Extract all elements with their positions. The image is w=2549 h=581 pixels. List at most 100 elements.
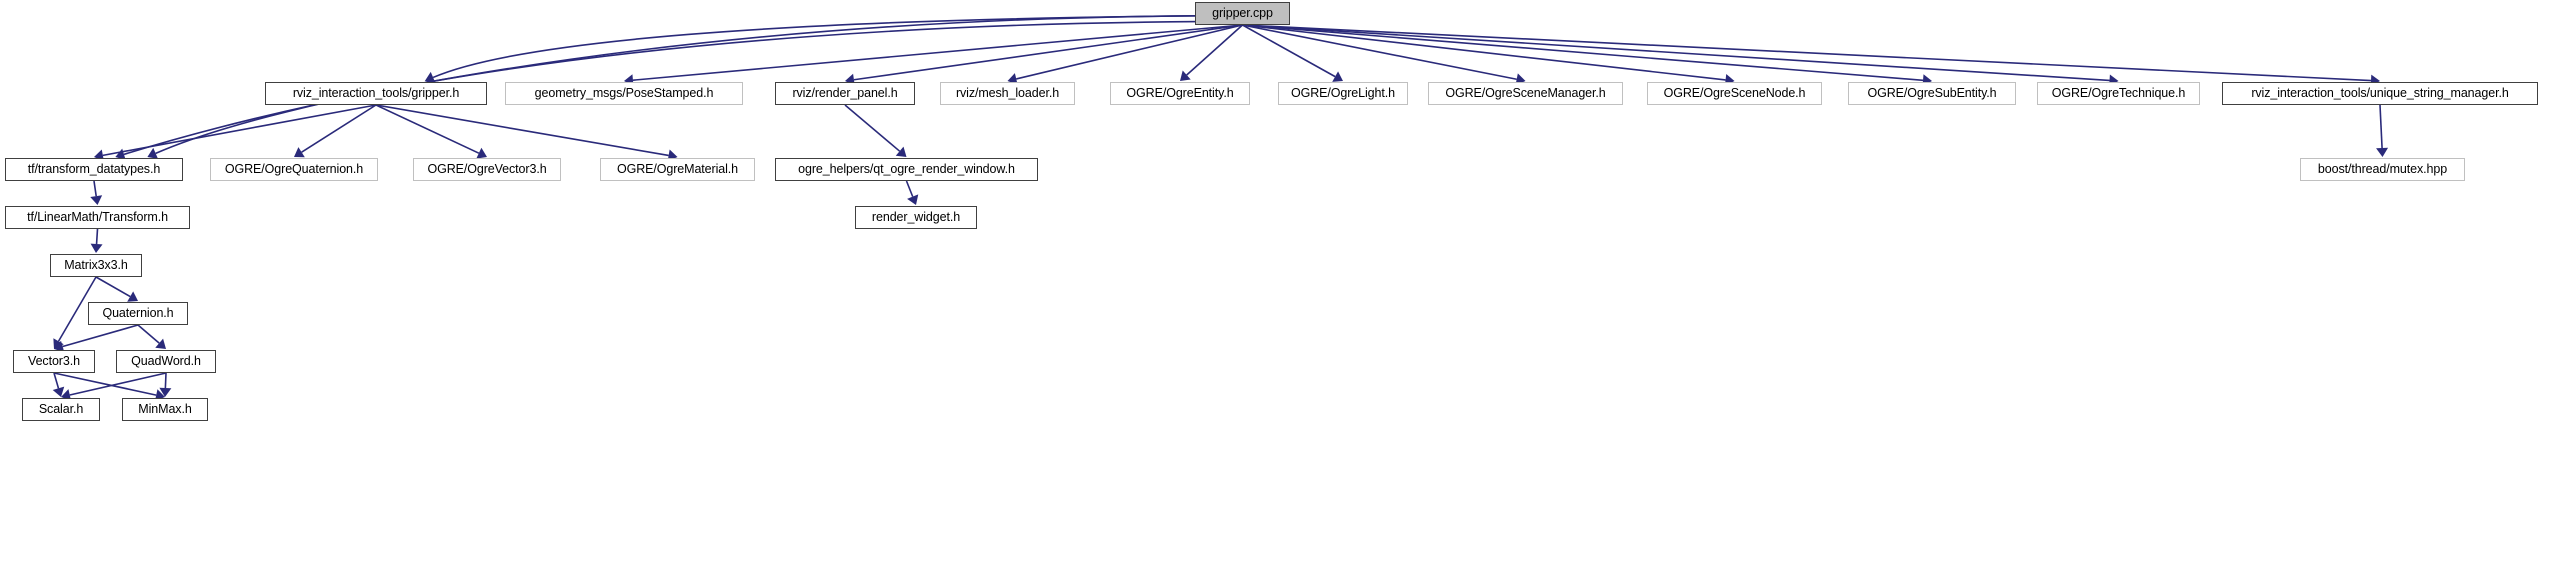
graph-node-ogre-quaternion-h[interactable]: OGRE/OgreQuaternion.h — [210, 158, 378, 181]
edge-path — [69, 372, 167, 396]
graph-edge-gripper-h-to-ogre-vector3-h — [375, 104, 487, 159]
graph-node-quadword-h[interactable]: QuadWord.h — [116, 350, 216, 373]
edge-path — [1242, 24, 1924, 82]
graph-node-transform-datatypes-h[interactable]: tf/transform_datatypes.h — [5, 158, 183, 181]
graph-edge-gripper-cpp-to-unique-string-manager-h — [1242, 24, 2380, 87]
graph-edge-gripper-cpp-to-ogre-technique-h — [1242, 24, 2119, 87]
edge-arrowhead — [2376, 147, 2389, 157]
graph-edge-gripper-cpp-to-gripper-h — [424, 15, 1200, 83]
edge-path — [375, 104, 669, 157]
graph-node-label: tf/LinearMath/Transform.h — [27, 210, 168, 225]
graph-node-label: OGRE/OgreSceneManager.h — [1445, 86, 1606, 101]
graph-edge-quadword-h-to-minmax-h — [159, 372, 172, 397]
graph-node-ogre-light-h[interactable]: OGRE/OgreLight.h — [1278, 82, 1408, 105]
graph-node-label: OGRE/OgreQuaternion.h — [224, 162, 364, 177]
graph-node-vector3-h[interactable]: Vector3.h — [13, 350, 95, 373]
edge-arrowhead — [907, 194, 919, 205]
graph-edge-gripper-h-to-ogre-quaternion-h — [294, 104, 377, 158]
graph-edge-linearmath-transform-h-to-matrix3x3-h — [90, 228, 103, 253]
edge-arrowhead — [476, 147, 487, 159]
edge-arrowhead — [159, 387, 172, 397]
graph-edge-gripper-cpp-to-ogre-entity-h — [1180, 24, 1244, 81]
graph-node-label: Scalar.h — [38, 402, 84, 417]
edge-path — [853, 24, 1243, 81]
graph-node-label: rviz/render_panel.h — [792, 86, 898, 101]
graph-node-matrix3x3-h[interactable]: Matrix3x3.h — [50, 254, 142, 277]
edge-arrowhead — [1332, 71, 1343, 82]
graph-node-label: rviz/mesh_loader.h — [955, 86, 1060, 101]
graph-edge-vector3-h-to-scalar-h — [52, 372, 65, 397]
graph-edge-gripper-cpp-to-mesh-loader-h — [1007, 24, 1243, 85]
graph-edge-gripper-cpp-to-ogre-sub-entity-h — [1242, 24, 1932, 87]
edge-path — [95, 276, 131, 298]
edge-path — [164, 372, 167, 389]
edge-path — [301, 104, 377, 153]
graph-edge-unique-string-manager-h-to-boost-mutex-hpp — [2376, 104, 2389, 157]
graph-node-gripper-h[interactable]: rviz_interaction_tools/gripper.h — [265, 82, 487, 105]
graph-node-ogre-material-h[interactable]: OGRE/OgreMaterial.h — [600, 158, 755, 181]
edge-path — [632, 24, 1243, 81]
graph-node-quaternion-h[interactable]: Quaternion.h — [88, 302, 188, 325]
graph-node-label: QuadWord.h — [131, 354, 201, 369]
graph-node-ogre-entity-h[interactable]: OGRE/OgreEntity.h — [1110, 82, 1250, 105]
graph-node-ogre-scene-node-h[interactable]: OGRE/OgreSceneNode.h — [1647, 82, 1822, 105]
graph-node-ogre-technique-h[interactable]: OGRE/OgreTechnique.h — [2037, 82, 2200, 105]
graph-node-label: OGRE/OgreSceneNode.h — [1663, 86, 1806, 101]
graph-edge-gripper-cpp-to-pose-stamped-h — [624, 24, 1243, 87]
edge-path — [1186, 24, 1244, 76]
graph-node-label: MinMax.h — [138, 402, 192, 417]
graph-edge-qt-ogre-render-window-h-to-render-widget-h — [905, 180, 919, 205]
edge-arrowhead — [53, 338, 64, 349]
edge-path — [62, 324, 139, 348]
graph-node-gripper-cpp[interactable]: gripper.cpp — [1195, 2, 1290, 25]
graph-node-label: tf/transform_datatypes.h — [27, 162, 161, 177]
graph-node-label: render_widget.h — [871, 210, 961, 225]
graph-node-label: OGRE/OgreLight.h — [1290, 86, 1395, 101]
edge-path — [905, 180, 914, 197]
edge-path — [1242, 24, 2372, 82]
graph-node-ogre-scene-manager-h[interactable]: OGRE/OgreSceneManager.h — [1428, 82, 1623, 105]
graph-edge-gripper-cpp-to-render-panel-h — [845, 24, 1243, 86]
edge-path — [844, 104, 901, 152]
graph-node-label: OGRE/OgreVector3.h — [427, 162, 547, 177]
graph-node-label: OGRE/OgreEntity.h — [1126, 86, 1234, 101]
graph-node-ogre-vector3-h[interactable]: OGRE/OgreVector3.h — [413, 158, 561, 181]
edge-arrowhead — [294, 147, 305, 158]
edge-path — [53, 372, 157, 396]
graph-node-label: ogre_helpers/qt_ogre_render_window.h — [798, 162, 1015, 177]
graph-node-qt-ogre-render-window-h[interactable]: ogre_helpers/qt_ogre_render_window.h — [775, 158, 1038, 181]
graph-edge-gripper-cpp-to-ogre-scene-manager-h — [1242, 24, 1526, 86]
graph-node-unique-string-manager-h[interactable]: rviz_interaction_tools/unique_string_man… — [2222, 82, 2538, 105]
edge-path — [102, 104, 377, 157]
edge-arrowhead — [155, 338, 166, 349]
edge-arrowhead — [1180, 70, 1191, 81]
graph-node-boost-mutex-hpp[interactable]: boost/thread/mutex.hpp — [2300, 158, 2465, 181]
graph-edge-gripper-cpp-to-ogre-light-h — [1242, 24, 1343, 82]
graph-node-render-panel-h[interactable]: rviz/render_panel.h — [775, 82, 915, 105]
edge-path — [2379, 104, 2383, 149]
edge-path — [137, 324, 160, 344]
edge-path — [95, 228, 99, 245]
edge-path — [375, 104, 480, 154]
graph-node-render-widget-h[interactable]: render_widget.h — [855, 206, 977, 229]
edge-path — [53, 372, 60, 389]
graph-node-pose-stamped-h[interactable]: geometry_msgs/PoseStamped.h — [505, 82, 743, 105]
edge-path — [1242, 24, 1336, 78]
edge-arrowhead — [895, 146, 907, 157]
graph-node-linearmath-transform-h[interactable]: tf/LinearMath/Transform.h — [5, 206, 190, 229]
graph-edge-transform-datatypes-h-to-linearmath-transform-h — [90, 180, 103, 205]
graph-node-ogre-sub-entity-h[interactable]: OGRE/OgreSubEntity.h — [1848, 82, 2016, 105]
edge-arrowhead — [52, 386, 65, 397]
graph-edge-vector3-h-to-minmax-h — [53, 372, 165, 401]
graph-edge-quaternion-h-to-vector3-h — [54, 324, 139, 353]
graph-edge-gripper-h-to-ogre-material-h — [375, 104, 678, 162]
graph-node-mesh-loader-h[interactable]: rviz/mesh_loader.h — [940, 82, 1075, 105]
graph-node-label: OGRE/OgreMaterial.h — [616, 162, 739, 177]
graph-node-label: Quaternion.h — [102, 306, 174, 321]
edge-path — [432, 15, 1200, 79]
graph-node-label: geometry_msgs/PoseStamped.h — [534, 86, 714, 101]
graph-node-label: OGRE/OgreTechnique.h — [2051, 86, 2186, 101]
graph-node-minmax-h[interactable]: MinMax.h — [122, 398, 208, 421]
graph-node-scalar-h[interactable]: Scalar.h — [22, 398, 100, 421]
